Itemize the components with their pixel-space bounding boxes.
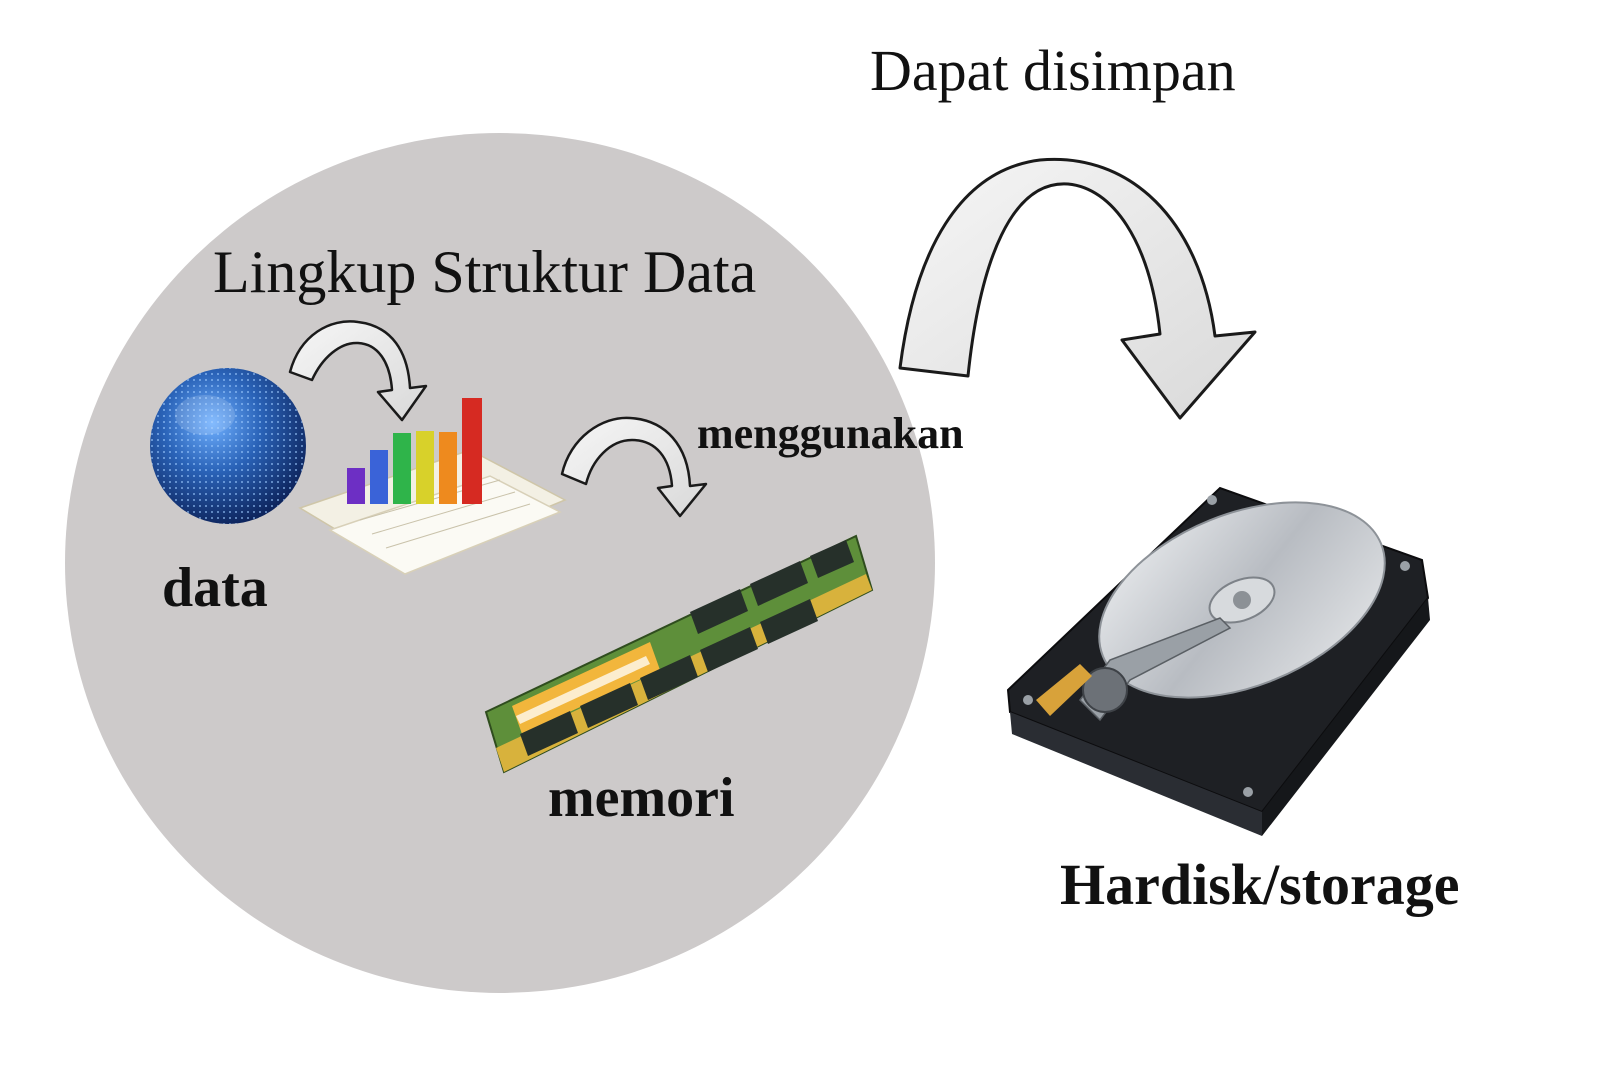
data-to-chart-arrow-icon [288, 320, 428, 422]
scope-circle [65, 133, 935, 993]
save-label: Dapat disimpan [870, 38, 1236, 103]
memory-label: memori [548, 767, 735, 829]
storage-label: Hardisk/storage [1060, 852, 1460, 917]
scope-title: Lingkup Struktur Data [213, 239, 757, 305]
bar-chart-icon [298, 398, 567, 575]
uses-arrow-icon [560, 416, 708, 518]
data-label: data [162, 557, 268, 619]
hard-disk-icon [1006, 486, 1430, 836]
globe-icon [150, 368, 306, 524]
save-arrow-icon [898, 157, 1257, 420]
uses-label: menggunakan [697, 409, 964, 458]
ram-module-icon [484, 534, 874, 774]
